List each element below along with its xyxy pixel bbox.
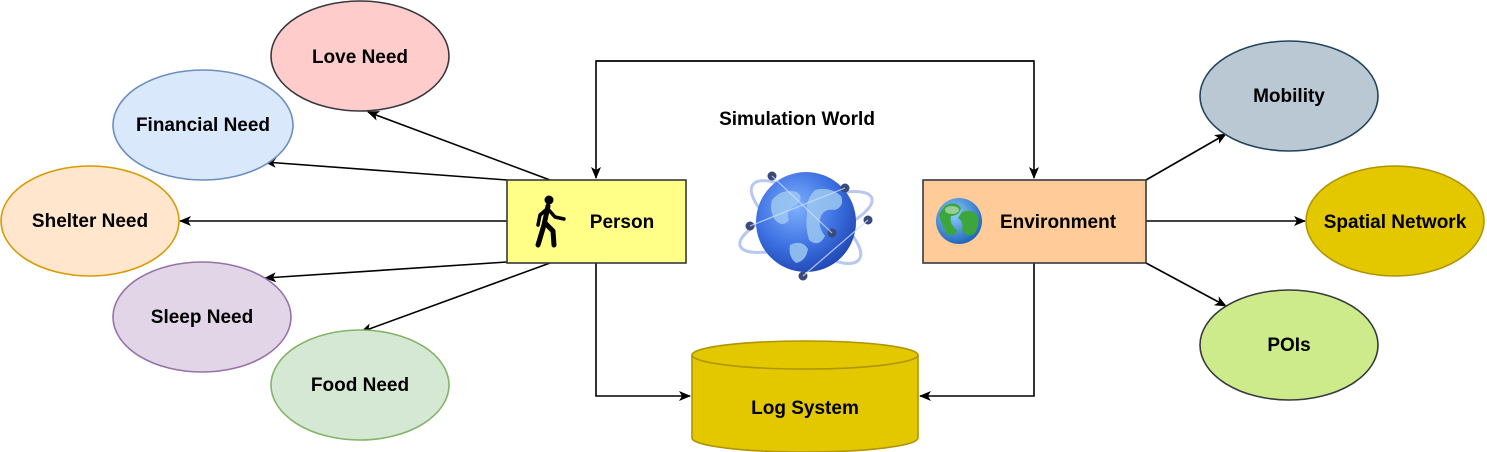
- need-label: Sleep Need: [151, 307, 253, 328]
- log-system-node[interactable]: Log System: [691, 340, 919, 452]
- edge-person-love: [367, 111, 551, 181]
- person-label: Person: [590, 212, 654, 233]
- edge-person-food: [360, 262, 551, 333]
- need-shelter[interactable]: Shelter Need: [0, 165, 180, 277]
- need-food[interactable]: Food Need: [270, 329, 450, 441]
- log-system-label: Log System: [751, 398, 859, 419]
- edge-person-sleep: [264, 261, 508, 283]
- edge-person-log: [595, 263, 691, 401]
- environment-label: Environment: [1000, 212, 1117, 233]
- edge-environment-pois: [1145, 262, 1227, 307]
- edge-person-financial: [264, 157, 508, 181]
- edge-environment-mobility: [1145, 133, 1227, 181]
- env-component-label: Spatial Network: [1324, 212, 1467, 233]
- edge-environment-log: [919, 263, 1035, 401]
- env-component-label: Mobility: [1253, 86, 1325, 107]
- need-label: Shelter Need: [32, 211, 148, 232]
- edge-person-to-environment: [596, 60, 1039, 179]
- env-spatial-network[interactable]: Spatial Network: [1305, 165, 1485, 277]
- need-label: Financial Need: [136, 115, 270, 136]
- need-financial[interactable]: Financial Need: [112, 69, 294, 181]
- need-sleep[interactable]: Sleep Need: [112, 261, 292, 373]
- network-globe-icon: [738, 171, 874, 281]
- person-node[interactable]: Person: [506, 179, 687, 264]
- env-pois[interactable]: POIs: [1199, 289, 1379, 401]
- earth-globe-icon: [936, 198, 982, 244]
- diagram-title: Simulation World: [719, 109, 875, 130]
- walking-person-icon: [535, 195, 566, 248]
- need-label: Food Need: [311, 375, 409, 396]
- need-label: Love Need: [312, 47, 408, 68]
- env-component-label: POIs: [1267, 335, 1310, 356]
- environment-node[interactable]: Environment: [922, 179, 1147, 264]
- need-love[interactable]: Love Need: [270, 0, 450, 112]
- env-mobility[interactable]: Mobility: [1199, 40, 1379, 152]
